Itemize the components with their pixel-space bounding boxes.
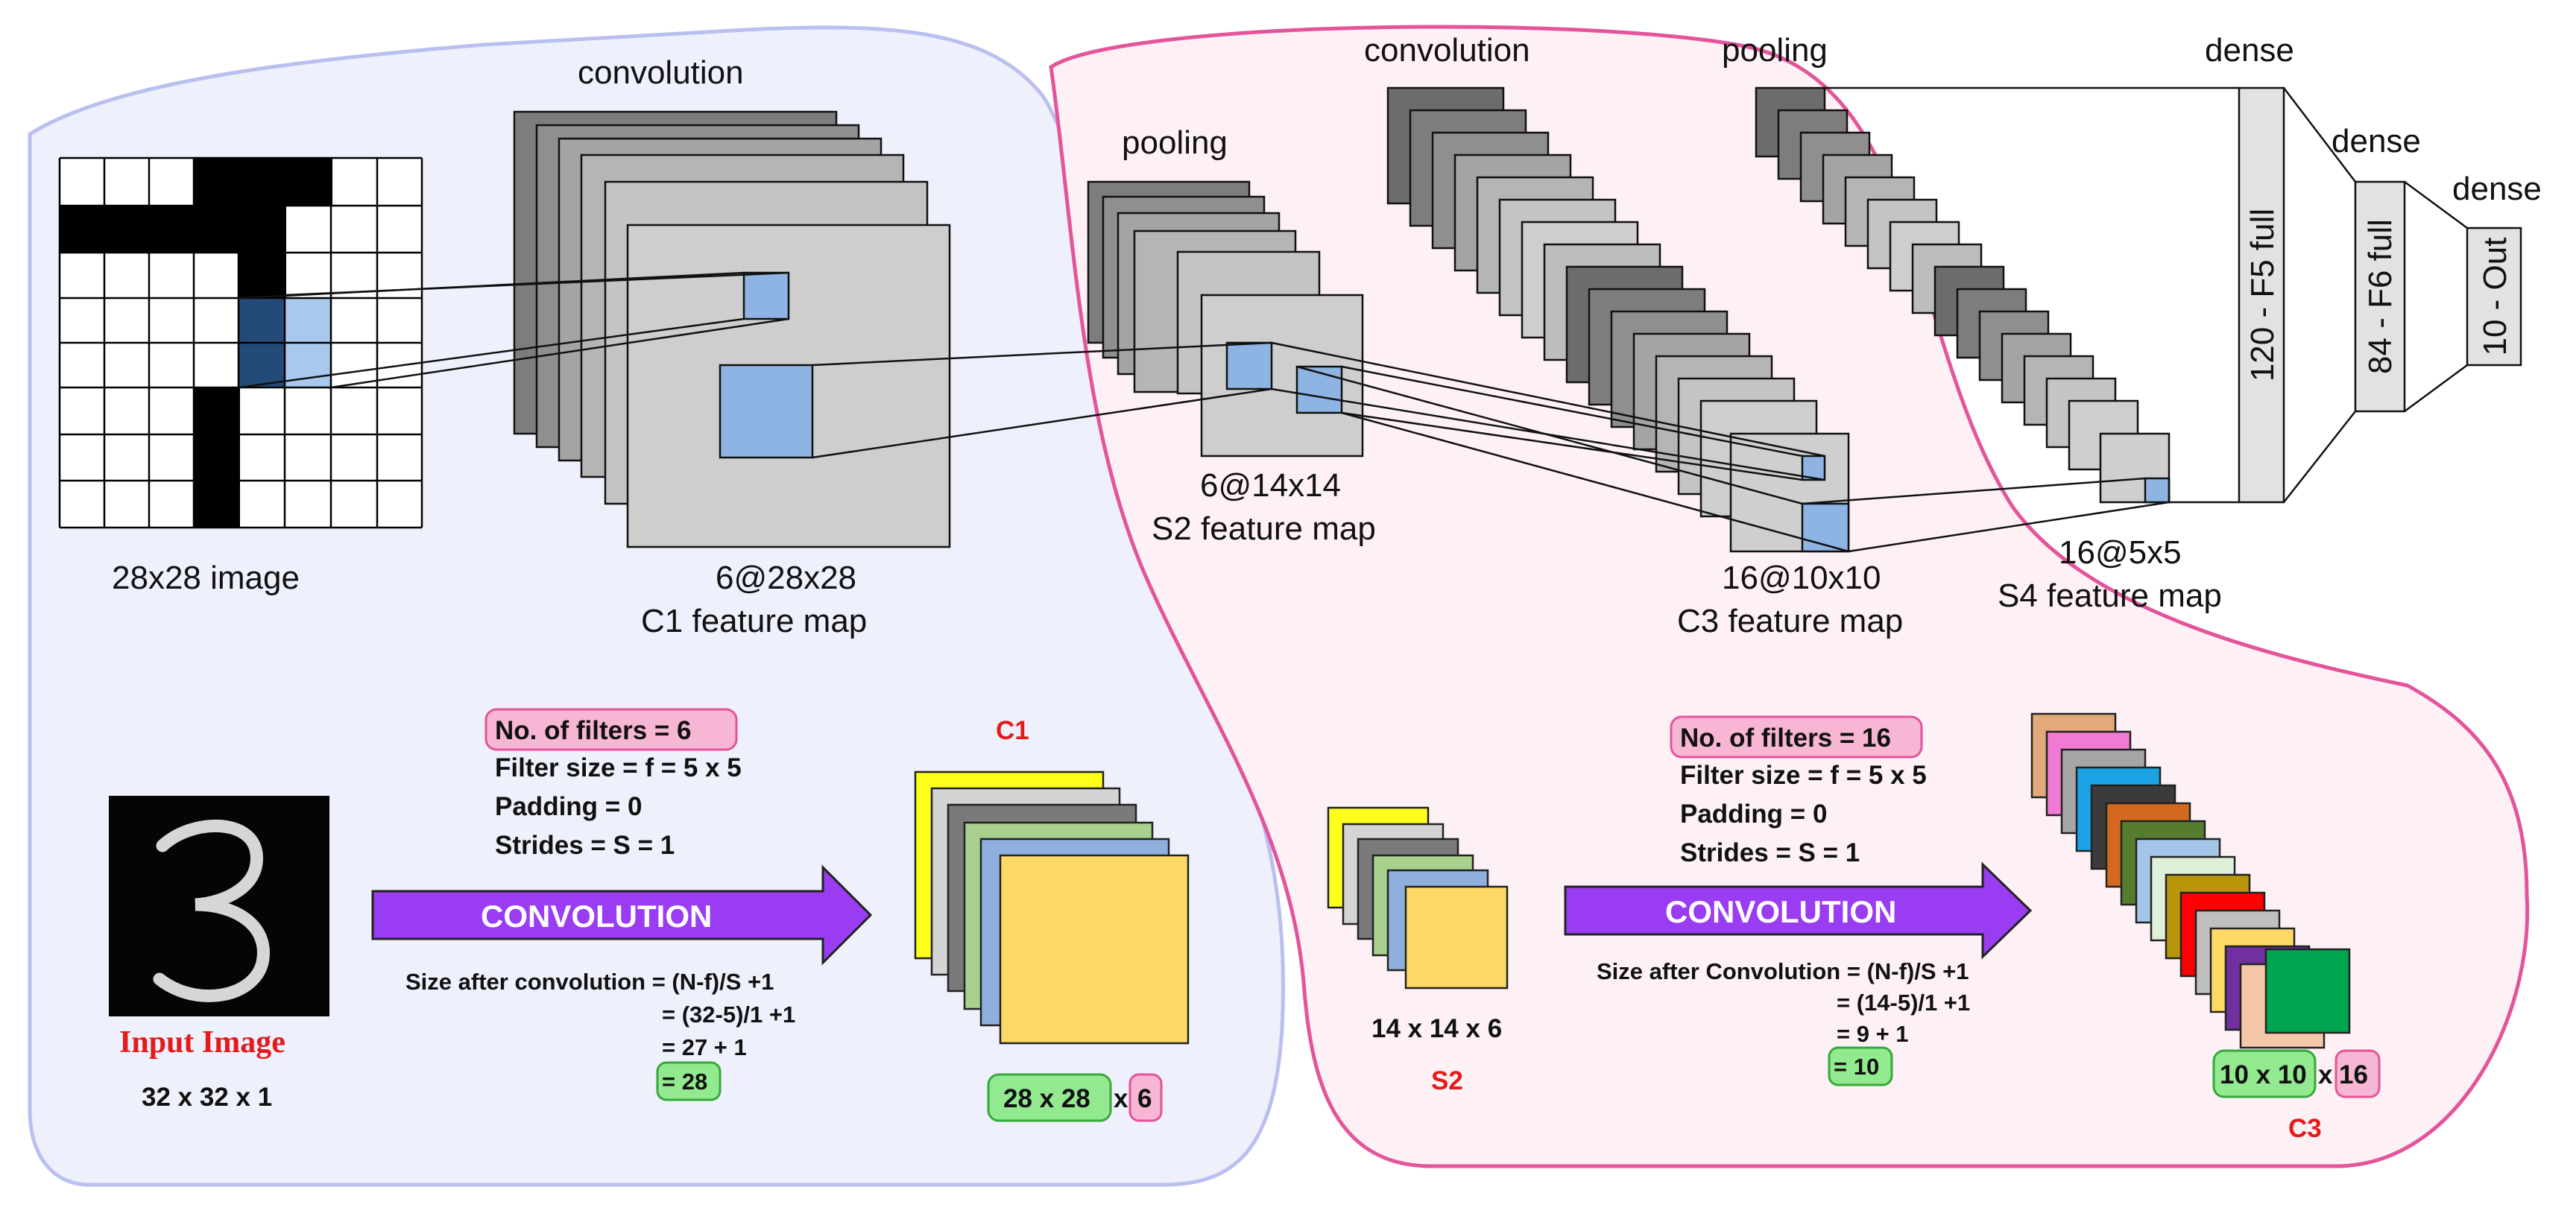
c3-dims: 16@10x10 <box>1722 560 1881 596</box>
conv2-label: convolution <box>1364 32 1530 69</box>
convolution-arrow-right-label: CONVOLUTION <box>1665 894 1896 929</box>
dense1-label: dense <box>2205 32 2294 69</box>
padding-right: Padding = 0 <box>1680 800 1827 829</box>
formula-left-3: = 27 + 1 <box>662 1034 747 1060</box>
c1-kernel-target <box>742 271 790 320</box>
f5-bar <box>2238 86 2285 504</box>
strides-right: Strides = S = 1 <box>1680 838 1860 867</box>
result-right: = 10 <box>1834 1054 1879 1080</box>
s2-dims-bottom: 14 x 14 x 6 <box>1371 1014 1502 1043</box>
out-text: 10 - Out <box>2477 238 2513 356</box>
input-digit-image <box>109 796 329 1016</box>
convolution-arrow-left-label: CONVOLUTION <box>481 899 712 934</box>
out-size-left: 28 x 28 <box>1003 1084 1090 1113</box>
filters-badge-left-text: No. of filters = 6 <box>495 716 692 745</box>
strides-left: Strides = S = 1 <box>495 831 675 860</box>
c1-name: C1 feature map <box>641 603 867 639</box>
s4-stack <box>1755 86 2171 504</box>
digit-three-stroke <box>153 820 270 1002</box>
s4-unit <box>2144 477 2171 504</box>
times-right: x <box>2318 1060 2333 1089</box>
formula-right-3: = 9 + 1 <box>1837 1021 1909 1047</box>
padding-left: Padding = 0 <box>495 792 642 821</box>
input-caption: 28x28 image <box>112 560 300 596</box>
s2-name: S2 feature map <box>1152 510 1376 547</box>
input-pixel-grid <box>58 156 423 529</box>
f6-bar <box>2354 180 2406 413</box>
filters-badge-left <box>484 708 738 751</box>
filters-badge-right-text: No. of filters = 16 <box>1680 724 1891 753</box>
input-dims: 32 x 32 x 1 <box>142 1083 272 1112</box>
filter-size-right: Filter size = f = 5 x 5 <box>1680 761 1927 790</box>
filter-size-left: Filter size = f = 5 x 5 <box>495 753 742 782</box>
c1-stack-label: C1 <box>996 716 1029 745</box>
s2-color-stack <box>1327 806 1509 990</box>
out-depth-left: 6 <box>1137 1084 1152 1113</box>
out-size-badge-right <box>2212 1049 2317 1098</box>
c1-color-stack <box>914 770 1190 1045</box>
c3-stack-label-bottom: C3 <box>2288 1114 2322 1143</box>
out-depth-badge-right <box>2334 1049 2381 1098</box>
s2-label-bottom: S2 <box>1431 1066 1463 1095</box>
f5-text: 120 - F5 full <box>2244 209 2281 382</box>
c3-color-stack <box>2030 712 2351 1049</box>
convolution-arrow-left <box>371 864 873 966</box>
formula-right-1: Size after Convolution = (N-f)/S +1 <box>1597 958 1969 984</box>
convolution-arrow-right <box>1564 861 2033 960</box>
out-depth-badge-left <box>1128 1073 1163 1122</box>
connection-lines <box>238 86 2468 553</box>
times-left: x <box>1114 1084 1128 1113</box>
c3-window-b <box>1801 502 1850 553</box>
c1-pool-window <box>719 364 814 459</box>
conv1-label: convolution <box>578 54 744 91</box>
out-depth-right: 16 <box>2339 1060 2368 1089</box>
formula-right-2: = (14-5)/1 +1 <box>1837 990 1970 1016</box>
out-size-right: 10 x 10 <box>2220 1060 2307 1089</box>
c3-name: C3 feature map <box>1677 603 1903 639</box>
out-bar <box>2466 227 2522 367</box>
s2-window-b <box>1295 365 1343 414</box>
result-badge-left <box>656 1061 722 1101</box>
s2-dims: 6@14x14 <box>1200 467 1341 504</box>
f6-text: 84 - F6 full <box>2362 219 2399 374</box>
filters-badge-right <box>1670 715 1923 759</box>
formula-left-2: = (32-5)/1 +1 <box>662 1001 795 1028</box>
c3-stack <box>1386 86 1850 553</box>
out-size-badge-left <box>987 1073 1112 1122</box>
c1-dims: 6@28x28 <box>716 560 856 596</box>
s4-dims: 16@5x5 <box>2059 534 2182 571</box>
result-badge-right <box>1828 1046 1893 1086</box>
pool1-label: pooling <box>1122 124 1228 161</box>
dense3-label: dense <box>2452 171 2542 207</box>
pool2-label: pooling <box>1722 32 1828 69</box>
s4-name: S4 feature map <box>1998 577 2222 614</box>
result-left: = 28 <box>662 1069 707 1095</box>
input-image-title: Input Image <box>119 1025 285 1060</box>
s2-window-a <box>1225 341 1273 390</box>
formula-left-1: Size after convolution = (N-f)/S +1 <box>405 969 774 995</box>
dense2-label: dense <box>2332 123 2421 159</box>
